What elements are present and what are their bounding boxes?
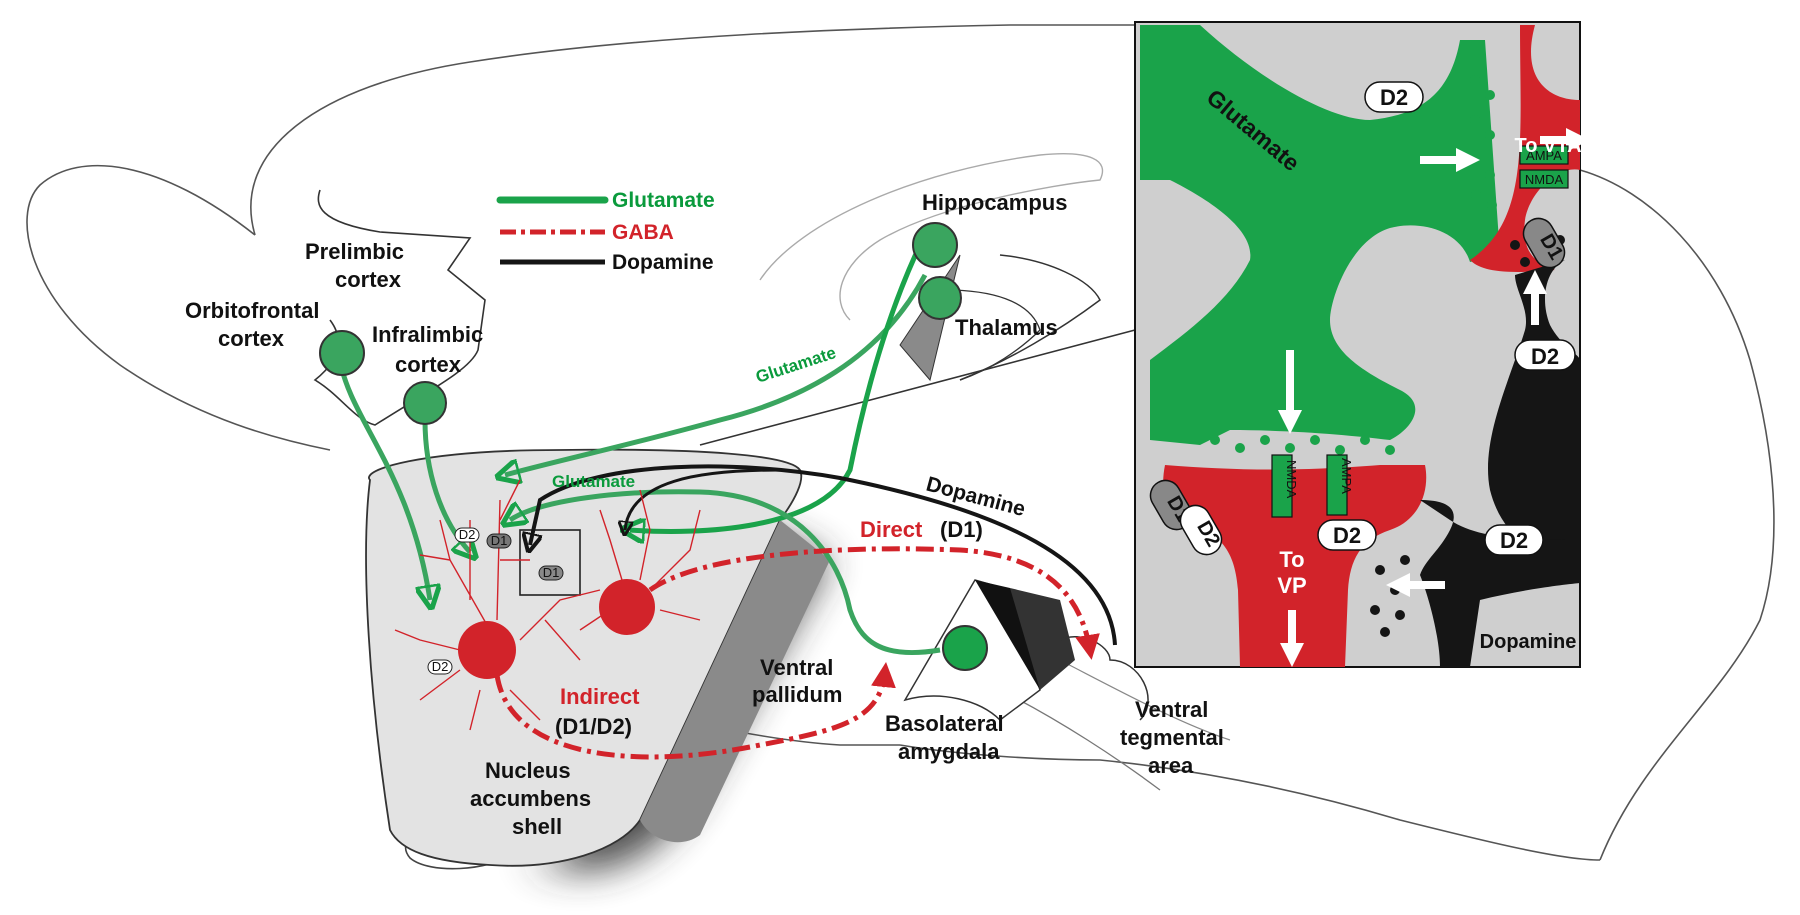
- inset-red-neuron-bottom: [1163, 465, 1427, 667]
- label-vta-2: tegmental: [1120, 725, 1224, 750]
- legend-dopamine: Dopamine: [612, 251, 714, 274]
- inset-dopamine-neuron-right: [1488, 260, 1580, 560]
- dopamine-pathway: [530, 464, 1117, 646]
- label-prelimbic-2: cortex: [335, 267, 402, 292]
- msn-dendrites: [394, 479, 701, 731]
- inset-ampa-bottom: AMPA: [1339, 458, 1354, 494]
- indirect-msn: [458, 621, 516, 679]
- label-vta-1: Ventral: [1135, 697, 1208, 722]
- label-direct-receptor: (D1): [940, 517, 983, 542]
- inset-nmda-top: NMDA: [1525, 172, 1564, 187]
- cell-bodies: [319, 222, 988, 679]
- receptor-d2-b: D2: [432, 659, 449, 674]
- label-nacc-2: accumbens: [470, 786, 591, 811]
- inset-d2-dopamine: D2: [1500, 528, 1528, 553]
- hippocampus-neuron: [912, 222, 958, 268]
- label-infralimbic-2: cortex: [395, 352, 462, 377]
- label-glutamate-lower: Glutamate: [552, 472, 635, 491]
- label-vta-3: area: [1148, 753, 1194, 778]
- label-indirect: Indirect: [560, 684, 640, 709]
- label-orbitofrontal-1: Orbitofrontal: [185, 298, 319, 323]
- inset-glutamate-neuron: [1140, 25, 1500, 445]
- glutamate-vesicles: [1210, 75, 1497, 455]
- label-direct: Direct: [860, 517, 923, 542]
- label-thalamus: Thalamus: [955, 315, 1058, 340]
- legend: Glutamate GABA Dopamine: [496, 189, 715, 274]
- label-ventral-pallidum-1: Ventral: [760, 655, 833, 680]
- legend-glutamate: Glutamate: [612, 189, 715, 212]
- thalamus-neuron: [918, 276, 962, 320]
- label-hippocampus: Hippocampus: [922, 190, 1067, 215]
- inset-label-to-vta: To VTA: [1514, 135, 1581, 157]
- label-infralimbic-1: Infralimbic: [372, 322, 483, 347]
- inset-label-to-vp-1: To: [1279, 547, 1304, 572]
- receptor-d2-a: D2: [459, 527, 476, 542]
- inset-receptor-boxes: AMPA NMDA NMDA AMPA: [1271, 145, 1569, 518]
- basolateral-neuron: [942, 625, 988, 671]
- label-nacc-1: Nucleus: [485, 758, 571, 783]
- inset-label-to-vp-2: VP: [1277, 573, 1306, 598]
- prefrontal-outline: [313, 189, 486, 426]
- region-labels: Prelimbic cortex Orbitofrontal cortex In…: [185, 190, 1224, 839]
- inset-d2-top: D2: [1380, 85, 1408, 110]
- label-nacc-3: shell: [512, 814, 562, 839]
- inset-d2-center: D2: [1333, 523, 1361, 548]
- infralimbic-neuron: [403, 381, 447, 425]
- label-ventral-pallidum-2: pallidum: [752, 682, 842, 707]
- label-indirect-receptor: (D1/D2): [555, 714, 632, 739]
- inset-ampa-top: AMPA: [1526, 148, 1562, 163]
- synapse-inset: AMPA NMDA NMDA AMPA D2 D1 D2 D1 D2 D2 D2: [1134, 21, 1590, 668]
- ventral-pallidum-outline: [903, 579, 1149, 721]
- direct-msn: [599, 579, 655, 635]
- inset-label-dopamine: Dopamine: [1480, 631, 1577, 653]
- gaba-pathways: [494, 546, 1100, 760]
- inset-arrows: [1278, 128, 1590, 667]
- label-basolateral-1: Basolateral: [885, 711, 1004, 736]
- inset-d2-right: D2: [1531, 344, 1559, 369]
- legend-gaba: GABA: [612, 221, 674, 244]
- main-receptors: D2 D1 D1 D2: [427, 527, 564, 675]
- label-orbitofrontal-2: cortex: [218, 326, 285, 351]
- label-basolateral-2: amygdala: [898, 739, 1000, 764]
- receptor-d1-a: D1: [491, 533, 508, 548]
- receptor-d1-b: D1: [543, 565, 560, 580]
- orbitofrontal-neuron: [319, 330, 365, 376]
- inset-nmda-bottom: NMDA: [1284, 460, 1299, 499]
- label-prelimbic-1: Prelimbic: [305, 239, 404, 264]
